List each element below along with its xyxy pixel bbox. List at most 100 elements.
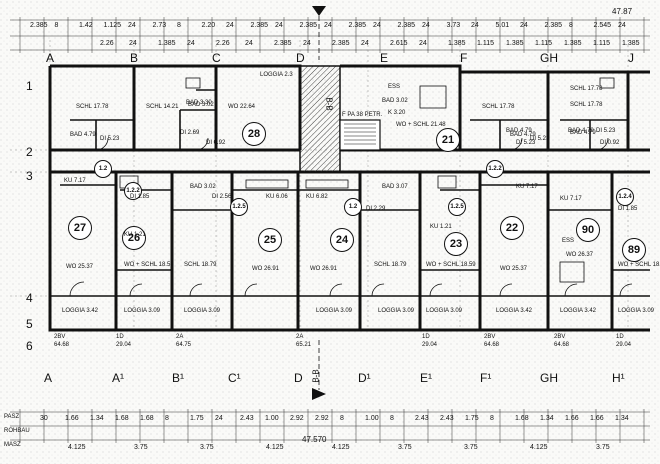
- dim-label-top: 24: [520, 22, 528, 29]
- grid-number: 2: [26, 145, 33, 159]
- dim-label-second: 1.385: [564, 40, 582, 47]
- dim-label-top: 2.385: [544, 22, 563, 29]
- dim-segment: 3.75: [200, 444, 214, 451]
- area-value: 29.04: [116, 342, 132, 348]
- dim-label-top: 5.01: [495, 22, 510, 29]
- dim-label-bottom: 1.68: [115, 415, 129, 422]
- room-label: SCHL 17.78: [570, 102, 603, 108]
- dim-label-second: 1.385: [158, 40, 176, 47]
- unit-number-28: 28: [242, 122, 266, 146]
- section-arrow-bottom: [312, 388, 326, 400]
- sub-unit-marker: 1.2: [94, 160, 112, 178]
- top-total: 47.87: [612, 7, 633, 16]
- room-label: DI 1.85: [130, 194, 150, 200]
- grid-number: 4: [26, 291, 33, 305]
- dim-segment: 3.75: [134, 444, 148, 451]
- partitions: [50, 89, 650, 297]
- dim-label-second: 24: [419, 40, 427, 47]
- grid-letter-bottom: A: [44, 371, 53, 385]
- sub-unit-marker: 1.2.5: [230, 198, 248, 216]
- section-arrow-top: [312, 6, 326, 16]
- room-label: SCHL 14.21: [146, 104, 179, 110]
- section-mark-top: B-B: [324, 97, 334, 111]
- dim-label-second: 1.115: [477, 40, 494, 47]
- unit-number-90: 90: [576, 218, 600, 242]
- room-label: BAD 3.07: [382, 184, 408, 190]
- room-label: WO + SCHL 18.59: [124, 262, 174, 268]
- dim-label-top: 24: [275, 22, 283, 29]
- room-label: WO 26.91: [310, 266, 338, 272]
- dim-label-top: 24: [618, 22, 626, 29]
- dim-label-bottom: 8: [165, 415, 169, 422]
- dim-label-top: 2.385: [348, 22, 367, 29]
- dim-label-bottom: 1.68: [515, 415, 529, 422]
- grid-letter-top: E: [380, 51, 389, 65]
- grid-letter-top: C: [212, 51, 221, 65]
- room-label: BAD 4.79: [506, 128, 532, 134]
- unit-number-26: 26: [122, 226, 146, 250]
- grid-letter-top: D: [296, 51, 305, 65]
- dim-label-bottom: 24: [215, 415, 223, 422]
- unit-number-22: 22: [500, 216, 524, 240]
- dim-label-bottom: 30: [40, 415, 48, 422]
- dim-label-second: 2.615: [390, 40, 408, 47]
- dim-label-second: 24: [245, 40, 253, 47]
- margin-label-rohbau: ROHBAU: [4, 428, 30, 434]
- lower-walls: [48, 170, 650, 332]
- dim-label-second: 1.385: [448, 40, 466, 47]
- room-label: LOGGIA 3.09: [124, 308, 161, 314]
- room-label: BAD 4.79: [568, 128, 594, 134]
- dim-label-top: 2.545: [593, 22, 612, 29]
- dim-label-second: 1.115: [535, 40, 552, 47]
- room-label: BAD 3.02: [382, 98, 408, 104]
- area-value: 65.21: [296, 342, 312, 348]
- room-label: LOGGIA 3.09: [618, 308, 655, 314]
- dim-label-bottom: 2.92: [315, 415, 329, 422]
- room-label: LOGGIA 3.09: [316, 308, 353, 314]
- unit-number-25: 25: [258, 228, 282, 252]
- grid-letter-bottom: F¹: [480, 371, 492, 385]
- room-label: BAD 3.30: [186, 100, 212, 106]
- grid-number: 1: [26, 79, 33, 93]
- dim-label-bottom: 1.34: [90, 415, 104, 422]
- unit-number-89: 89: [622, 238, 646, 262]
- area-value: 64.68: [554, 342, 570, 348]
- dim-label-bottom: 1.75: [190, 415, 204, 422]
- dim-label-top: 2.20: [201, 22, 216, 29]
- dim-label-bottom: 1.66: [65, 415, 79, 422]
- room-label: DI 0.92: [206, 140, 226, 146]
- stair-label: F PA 38 PETR.: [342, 112, 383, 118]
- dim-label-bottom: 2.43: [415, 415, 429, 422]
- dim-segment: 4.125: [266, 444, 284, 451]
- dim-label-top: 8: [177, 22, 181, 29]
- room-label: WO 22.64: [228, 104, 256, 110]
- room-label: LOGGIA 3.09: [426, 308, 463, 314]
- dim-label-top: 24: [373, 22, 381, 29]
- dim-label-top: 2.73: [152, 22, 167, 29]
- dim-label-top: 24: [422, 22, 430, 29]
- grid-letter-bottom: A¹: [112, 371, 124, 385]
- area-code: 2A: [296, 334, 304, 340]
- area-value: 64.68: [484, 342, 500, 348]
- dim-label-top: 2.385: [30, 22, 48, 29]
- dim-label-top: 24: [128, 22, 136, 29]
- dim-label-second: 1.385: [622, 40, 640, 47]
- door-swings: [69, 137, 633, 297]
- grid-letter-top: A: [46, 51, 55, 65]
- area-value: 64.75: [176, 342, 192, 348]
- room-label: KU 6.82: [306, 194, 328, 200]
- dim-label-top: 2.385: [250, 22, 269, 29]
- grid-letter-bottom: E¹: [420, 371, 432, 385]
- area-code: 2BV: [54, 334, 66, 340]
- dim-label-bottom: 1.75: [465, 415, 479, 422]
- dim-label-bottom: 8: [490, 415, 494, 422]
- room-label: K 3.20: [388, 110, 406, 116]
- room-label: SCHL 18.79: [374, 262, 407, 268]
- dim-label-bottom: 2.92: [290, 415, 304, 422]
- section-mark-bottom: B-B: [311, 369, 321, 383]
- sub-unit-marker: 1.2.2: [124, 182, 142, 200]
- room-label: DI 5.23: [516, 140, 536, 146]
- dim-label-second: 1.385: [506, 40, 524, 47]
- dim-label-top: 8: [54, 22, 59, 29]
